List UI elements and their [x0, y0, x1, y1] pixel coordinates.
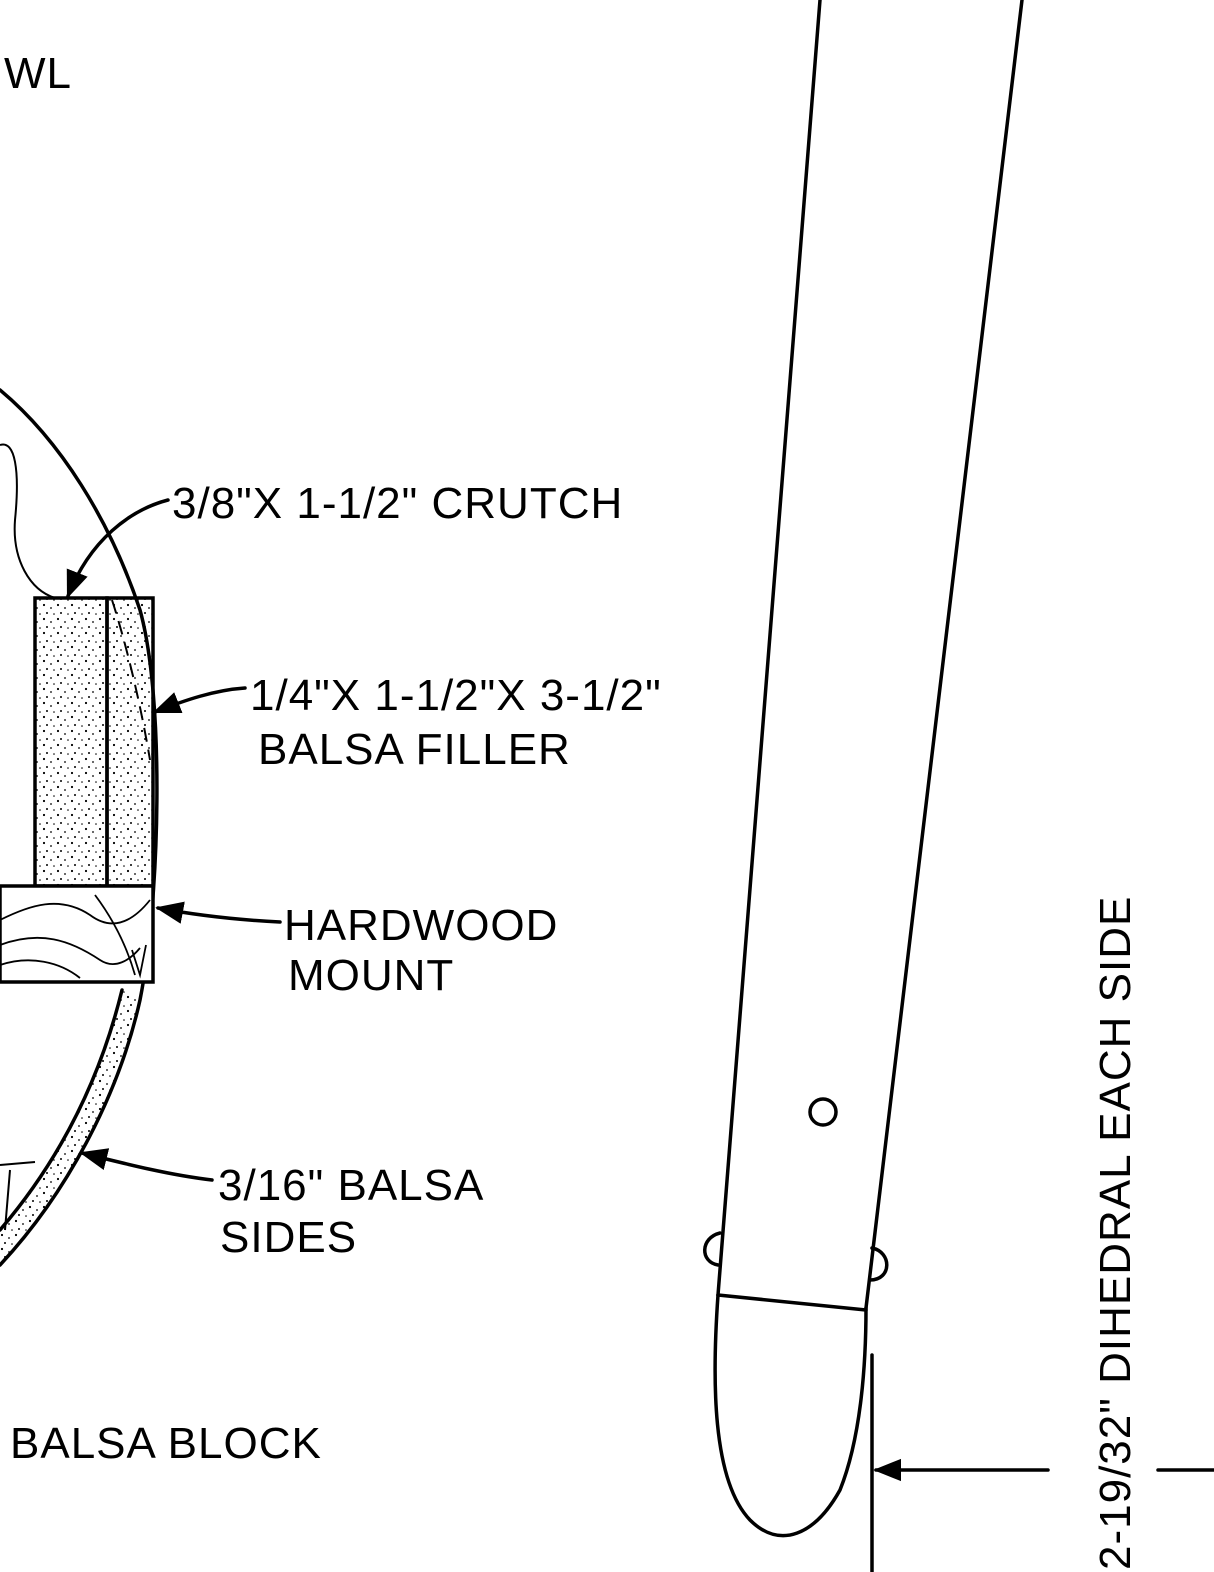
mount-label-line2: MOUNT	[288, 951, 454, 1000]
mount-grain-2	[0, 936, 141, 965]
mount-grain-1	[0, 899, 151, 925]
sides-label-line1: 3/16" BALSA	[218, 1161, 484, 1210]
wing-tip-joint-line	[716, 1293, 868, 1312]
crutch-arrow	[66, 498, 170, 599]
cowl-inner-line	[0, 443, 56, 599]
wing-left-tab	[703, 1231, 722, 1267]
wing-right-tab	[868, 1246, 889, 1282]
crutch-label: 3/8"X 1-1/2" CRUTCH	[172, 479, 623, 528]
lower-structure-line	[0, 1161, 36, 1231]
cowl-label: WL	[4, 49, 72, 98]
wing-tip-outline	[713, 1293, 868, 1538]
mount-grain-3	[0, 959, 81, 979]
mount-arrow	[155, 901, 282, 924]
mount-label-line1: HARDWOOD	[284, 901, 558, 950]
wing-hole	[808, 1097, 838, 1127]
sides-label-line2: SIDES	[220, 1213, 357, 1262]
dihedral-label: 2-19/32" DIHEDRAL EACH SIDE	[1091, 896, 1140, 1570]
mount-grain-5	[131, 944, 147, 979]
crutch-block	[33, 596, 109, 888]
wing-trailing-edge	[864, 0, 1024, 1310]
filler-hidden-line	[111, 599, 151, 761]
balsa-filler-block	[105, 596, 155, 888]
filler-arrow	[152, 686, 247, 714]
filler-label-line2: BALSA FILLER	[258, 725, 571, 774]
wing-leading-edge	[716, 0, 822, 1297]
hardwood-mount-block	[0, 884, 155, 984]
balsa-sides-fill	[0, 990, 140, 1265]
sides-inner-curve	[0, 988, 124, 1232]
mount-grain-4	[94, 894, 136, 976]
sides-arrow	[79, 1148, 214, 1182]
balsa-block-label: BALSA BLOCK	[10, 1419, 322, 1468]
filler-label-line1: 1/4"X 1-1/2"X 3-1/2"	[250, 671, 662, 720]
